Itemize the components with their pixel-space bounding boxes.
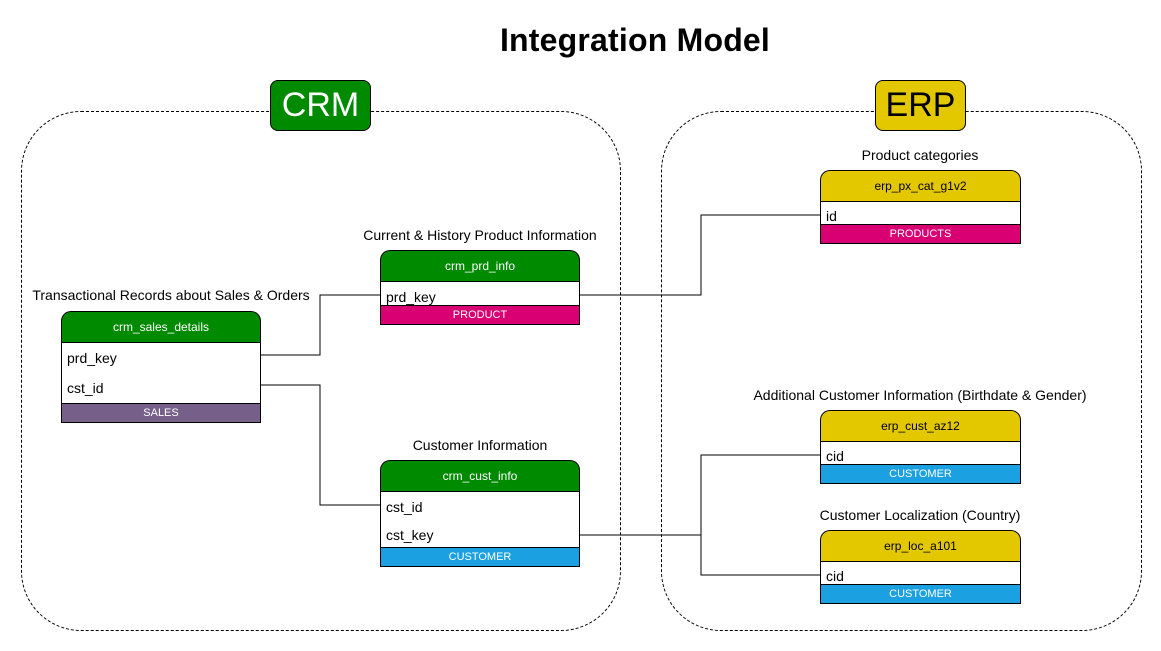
field-id: id (826, 208, 837, 224)
table-header: crm_prd_info (380, 250, 580, 281)
table-fields: cid (820, 441, 1021, 464)
table-crm-sales-details[interactable]: crm_sales_details prd_key cst_id SALES (61, 311, 261, 423)
table-fields: cid (820, 561, 1021, 584)
table-fields: prd_key cst_id (61, 342, 261, 403)
table-erp-cust-az12[interactable]: erp_cust_az12 cid CUSTOMER (820, 410, 1021, 484)
table-tag-sales: SALES (61, 403, 261, 423)
table-header: crm_sales_details (61, 311, 261, 342)
table-crm-prd-info[interactable]: crm_prd_info prd_key PRODUCT (380, 250, 580, 325)
caption-crm-sales-details: Transactional Records about Sales & Orde… (32, 287, 310, 303)
edge-sales-to-product (260, 294, 380, 356)
caption-crm-prd-info: Current & History Product Information (363, 227, 597, 243)
field-prd-key: prd_key (386, 288, 436, 305)
field-cst-id: cst_id (386, 499, 423, 515)
erp-region-label: ERP (875, 80, 966, 131)
table-tag-product: PRODUCT (380, 305, 580, 325)
diagram-title: Integration Model (499, 22, 771, 58)
caption-erp-cust-az12: Additional Customer Information (Birthda… (753, 387, 1087, 403)
table-erp-px-cat-g1v2[interactable]: erp_px_cat_g1v2 id PRODUCTS (820, 170, 1021, 244)
edge-customer-to-erp-cust (580, 454, 820, 536)
table-erp-loc-a101[interactable]: erp_loc_a101 cid CUSTOMER (820, 530, 1021, 604)
field-cid: cid (826, 568, 844, 584)
edge-sales-to-customer (260, 384, 380, 506)
caption-crm-cust-info: Customer Information (412, 437, 548, 453)
caption-erp-px-cat: Product categories (861, 147, 979, 163)
table-fields: prd_key (380, 281, 580, 305)
field-prd-key: prd_key (67, 350, 117, 366)
table-header: erp_px_cat_g1v2 (820, 170, 1021, 201)
table-tag-customer: CUSTOMER (820, 464, 1021, 484)
table-header: crm_cust_info (380, 460, 580, 491)
edge-product-to-category (580, 214, 820, 296)
table-tag-products: PRODUCTS (820, 224, 1021, 244)
table-crm-cust-info[interactable]: crm_cust_info cst_id cst_key CUSTOMER (380, 460, 580, 567)
caption-erp-loc-a101: Customer Localization (Country) (819, 507, 1021, 523)
table-tag-customer: CUSTOMER (820, 584, 1021, 604)
table-header: erp_loc_a101 (820, 530, 1021, 561)
field-cid: cid (826, 448, 844, 464)
crm-region-label: CRM (270, 80, 371, 131)
table-header: erp_cust_az12 (820, 410, 1021, 441)
edge-customer-to-erp-loc (700, 535, 820, 576)
field-cst-key: cst_key (386, 526, 434, 543)
field-cst-id: cst_id (67, 380, 104, 396)
table-fields: id (820, 201, 1021, 224)
table-fields: cst_id cst_key (380, 491, 580, 547)
table-tag-customer: CUSTOMER (380, 547, 580, 567)
